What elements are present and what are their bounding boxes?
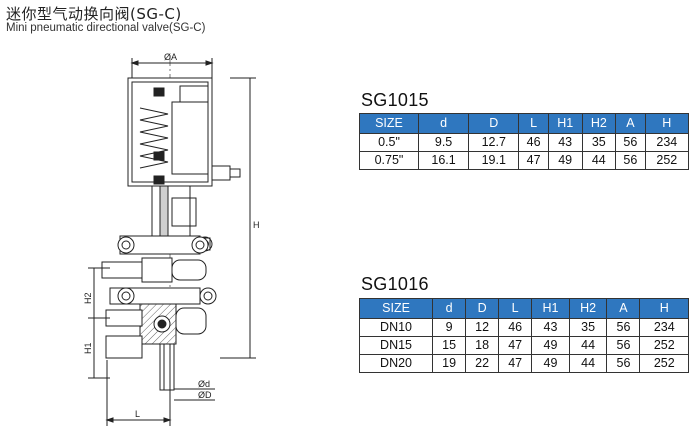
label-L: L (135, 409, 140, 419)
label-d: Ød (198, 379, 210, 389)
label-H1: H1 (83, 342, 93, 354)
table-cell: 49 (547, 151, 583, 170)
header-cell: D (465, 298, 500, 319)
table-cell: 12 (465, 318, 500, 337)
table-cell: 234 (639, 318, 689, 337)
table-cell: 56 (615, 133, 646, 152)
header-cell: H2 (568, 298, 608, 319)
table-cell: 234 (644, 133, 690, 152)
table-cell: 46 (518, 133, 549, 152)
label-H: H (253, 220, 260, 230)
table-cell: 18 (465, 336, 500, 355)
table-cell: 35 (568, 318, 608, 337)
header-cell: H1 (531, 298, 570, 319)
header-cell: SIZE (359, 113, 419, 134)
header-cell: SIZE (358, 298, 434, 319)
table-cell: 47 (498, 354, 533, 373)
table-cell: 46 (498, 318, 533, 337)
header-cell: d (432, 298, 467, 319)
table-cell: 35 (581, 133, 617, 152)
table-cell: 19.1 (468, 151, 520, 170)
valve-drawing: ØA H H2 H1 Ød ØD L (83, 52, 260, 426)
table-header-row: SIZE d D L H1 H2 A H (359, 113, 690, 134)
label-D: ØD (198, 390, 212, 400)
table-cell: 252 (644, 151, 690, 170)
table-cell: 56 (606, 336, 641, 355)
table-cell: DN10 (358, 318, 434, 337)
table-cell: 0.5" (359, 133, 419, 152)
table-cell: 47 (498, 336, 533, 355)
table-row: DN10 9 12 46 43 35 56 234 (358, 318, 689, 337)
table-row: DN15 15 18 47 49 44 56 252 (358, 336, 689, 355)
table-row: DN20 19 22 47 49 44 56 252 (358, 354, 689, 373)
table-cell: 9.5 (417, 133, 470, 152)
table-cell: 49 (531, 336, 570, 355)
table-header-row: SIZE d D L H1 H2 A H (358, 298, 689, 319)
label-H2: H2 (83, 292, 93, 304)
table-cell: 15 (432, 336, 467, 355)
header-cell: L (518, 113, 549, 134)
header-cell: H1 (547, 113, 583, 134)
table-cell: 43 (531, 318, 570, 337)
header-cell: H2 (581, 113, 617, 134)
table-cell: DN15 (358, 336, 434, 355)
table-cell: 19 (432, 354, 467, 373)
header-cell: H (644, 113, 690, 134)
table-cell: 56 (606, 354, 641, 373)
title-english: Mini pneumatic directional valve(SG-C) (6, 22, 206, 34)
table-cell: 9 (432, 318, 467, 337)
spec-table-sg1016: SIZE d D L H1 H2 A H DN10 9 12 46 43 35 … (358, 298, 689, 373)
table-cell: 44 (568, 336, 608, 355)
table-cell: 49 (531, 354, 570, 373)
table-cell: 0.75" (359, 151, 419, 170)
label-A: ØA (164, 52, 177, 62)
table-cell: 16.1 (417, 151, 470, 170)
spec-table-sg1015: SIZE d D L H1 H2 A H 0.5" 9.5 12.7 46 43… (359, 113, 690, 170)
header-cell: A (615, 113, 646, 134)
table-cell: 252 (639, 354, 689, 373)
table-row: 0.75" 16.1 19.1 47 49 44 56 252 (359, 151, 690, 170)
header-cell: d (417, 113, 470, 134)
header-cell: H (639, 298, 689, 319)
table-title-sg1016: SG1016 (361, 274, 429, 294)
table-cell: 252 (639, 336, 689, 355)
table-cell: DN20 (358, 354, 434, 373)
table-cell: 56 (615, 151, 646, 170)
table-cell: 56 (606, 318, 641, 337)
table-cell: 47 (518, 151, 549, 170)
header-cell: L (498, 298, 533, 319)
table-cell: 43 (547, 133, 583, 152)
table-cell: 12.7 (468, 133, 520, 152)
table-cell: 22 (465, 354, 500, 373)
header-cell: A (606, 298, 641, 319)
table-row: 0.5" 9.5 12.7 46 43 35 56 234 (359, 133, 690, 152)
header-cell: D (468, 113, 520, 134)
table-title-sg1015: SG1015 (361, 90, 429, 110)
title-chinese: 迷你型气动换向阀(SG-C) (6, 5, 182, 23)
table-cell: 44 (568, 354, 608, 373)
table-cell: 44 (581, 151, 617, 170)
